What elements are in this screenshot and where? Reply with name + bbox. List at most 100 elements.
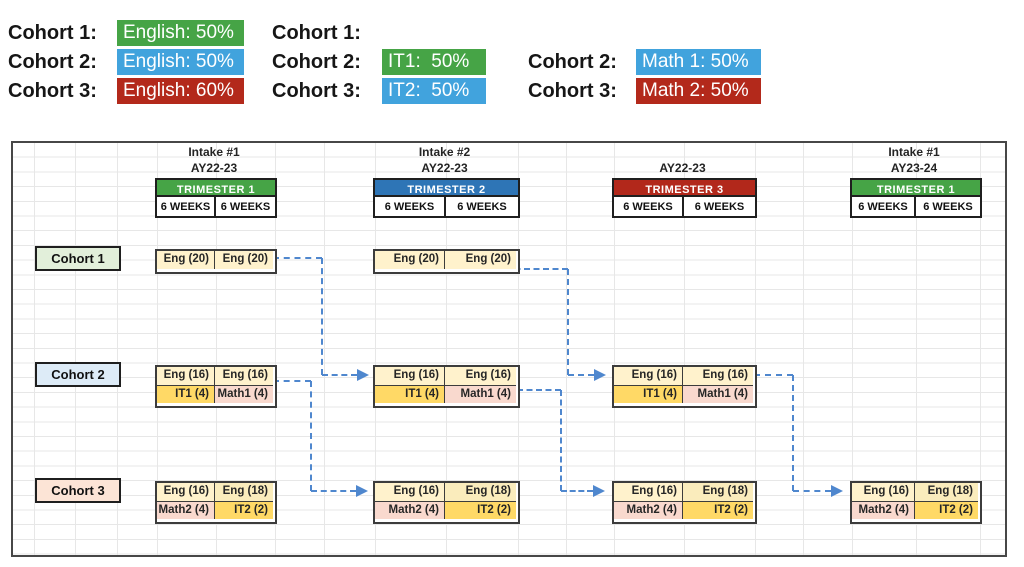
course-cell[interactable]: Math2 (4): [375, 501, 444, 519]
course-cell[interactable]: IT1 (4): [375, 385, 444, 403]
gridline: [446, 143, 447, 555]
gridline: [614, 143, 615, 555]
academic-year-label: AY22-23: [421, 161, 468, 175]
legend-cohort-label: Cohort 3:: [528, 80, 617, 102]
intake-label: Intake #2: [418, 145, 471, 159]
gridline: [566, 143, 567, 555]
legend-value-chip: English: 50%: [117, 20, 244, 46]
course-cell[interactable]: Eng (16): [375, 367, 444, 385]
legend-cohort-label: Cohort 2:: [272, 51, 361, 73]
flow-arrowhead-icon: [593, 485, 605, 497]
flow-connector-segment: [311, 490, 356, 492]
cohort-label[interactable]: Cohort 2: [35, 362, 121, 387]
course-cell[interactable]: IT1 (4): [614, 385, 682, 403]
course-cell[interactable]: Eng (16): [444, 367, 516, 385]
legend-value-chip: English: 50%: [117, 49, 244, 75]
course-cell[interactable]: Eng (16): [214, 367, 273, 385]
course-cell[interactable]: Eng (20): [157, 251, 214, 269]
legend-cohort-label: Cohort 2:: [8, 51, 97, 73]
course-block: Eng (16)Eng (18)Math2 (4)IT2 (2): [373, 481, 520, 524]
course-cell[interactable]: Eng (18): [914, 483, 978, 501]
course-block: Eng (16)Eng (16)IT1 (4)Math1 (4): [612, 365, 757, 408]
course-cell[interactable]: Eng (16): [157, 483, 214, 501]
legend-cohort-label: Cohort 3:: [272, 80, 361, 102]
legend-cohort-label: Cohort 1:: [8, 22, 97, 44]
gridline: [755, 143, 756, 555]
academic-year-label: AY23-24: [890, 161, 938, 175]
legend-cohort-label: Cohort 2:: [528, 51, 617, 73]
intake-label: Intake #1: [888, 145, 940, 159]
gridline: [375, 143, 376, 555]
course-block: Eng (20)Eng (20): [373, 249, 520, 274]
gridline: [275, 143, 276, 555]
gridline: [117, 143, 118, 555]
course-cell[interactable]: Math2 (4): [614, 501, 682, 519]
gridline: [518, 143, 519, 555]
course-cell[interactable]: IT2 (2): [914, 501, 978, 519]
course-cell[interactable]: Eng (18): [214, 483, 273, 501]
course-cell[interactable]: Math2 (4): [852, 501, 914, 519]
gridline: [852, 143, 853, 555]
legend-value-chip: Math 1: 50%: [636, 49, 761, 75]
flow-connector-segment: [792, 375, 794, 491]
course-cell[interactable]: Eng (20): [444, 251, 516, 269]
course-cell[interactable]: Eng (20): [214, 251, 273, 269]
academic-year-label: AY22-23: [190, 161, 238, 175]
flow-arrowhead-icon: [357, 369, 369, 381]
course-cell[interactable]: Eng (20): [375, 251, 444, 269]
course-cell[interactable]: IT1 (4): [157, 385, 214, 403]
flow-connector-segment: [321, 258, 323, 375]
gridline: [803, 143, 804, 555]
course-cell[interactable]: Eng (16): [157, 367, 214, 385]
flow-arrowhead-icon: [831, 485, 843, 497]
flow-connector-segment: [560, 390, 562, 491]
course-block: Eng (16)Eng (16)IT1 (4)Math1 (4): [155, 365, 277, 408]
weeks-cell: 6 WEEKS: [384, 200, 435, 213]
flow-connector-segment: [568, 374, 594, 376]
course-cell[interactable]: Math1 (4): [682, 385, 753, 403]
legend-value-chip: IT1: 50%: [382, 49, 486, 75]
gridline: [157, 143, 158, 555]
flow-connector-segment: [322, 374, 357, 376]
course-cell[interactable]: Math1 (4): [214, 385, 273, 403]
course-cell[interactable]: Eng (18): [682, 483, 753, 501]
course-cell[interactable]: Math1 (4): [444, 385, 516, 403]
weeks-cell: 6 WEEKS: [682, 197, 755, 216]
weeks-cell: 6 WEEKS: [858, 200, 908, 213]
legend-value-chip: IT2: 50%: [382, 78, 486, 104]
course-block: Eng (16)Eng (16)IT1 (4)Math1 (4): [373, 365, 520, 408]
cohort-label[interactable]: Cohort 3: [35, 478, 121, 503]
legend-cohort-label: Cohort 1:: [272, 22, 361, 44]
flow-connector-segment: [793, 490, 831, 492]
intake-label: Intake #1: [188, 145, 240, 159]
course-block: Eng (20)Eng (20): [155, 249, 277, 274]
course-cell[interactable]: Eng (16): [852, 483, 914, 501]
gridline: [324, 143, 325, 555]
weeks-cell: 6 WEEKS: [160, 200, 211, 213]
weeks-cell: 6 WEEKS: [444, 197, 518, 216]
flow-connector-segment: [273, 257, 322, 259]
flow-arrowhead-icon: [594, 369, 606, 381]
weeks-row: 6 WEEKS 6 WEEKS: [373, 195, 520, 218]
course-cell[interactable]: Eng (18): [444, 483, 516, 501]
legend-value-chip: English: 60%: [117, 78, 244, 104]
course-cell[interactable]: Eng (16): [375, 483, 444, 501]
course-cell[interactable]: IT2 (2): [682, 501, 753, 519]
course-cell[interactable]: Eng (16): [614, 367, 682, 385]
cohort-label[interactable]: Cohort 1: [35, 246, 121, 271]
legend-cohort-label: Cohort 3:: [8, 80, 97, 102]
flow-connector-segment: [754, 374, 793, 376]
flow-connector-segment: [517, 389, 561, 391]
course-cell[interactable]: Eng (16): [614, 483, 682, 501]
flow-connector-segment: [505, 268, 568, 270]
weeks-cell: 6 WEEKS: [214, 197, 275, 216]
course-cell[interactable]: Math2 (4): [157, 501, 214, 519]
academic-year-label: AY22-23: [659, 161, 706, 175]
course-cell[interactable]: IT2 (2): [444, 501, 516, 519]
flow-connector-segment: [567, 269, 569, 375]
course-block: Eng (16)Eng (18)Math2 (4)IT2 (2): [850, 481, 982, 524]
course-cell[interactable]: Eng (16): [682, 367, 753, 385]
course-cell[interactable]: IT2 (2): [214, 501, 273, 519]
